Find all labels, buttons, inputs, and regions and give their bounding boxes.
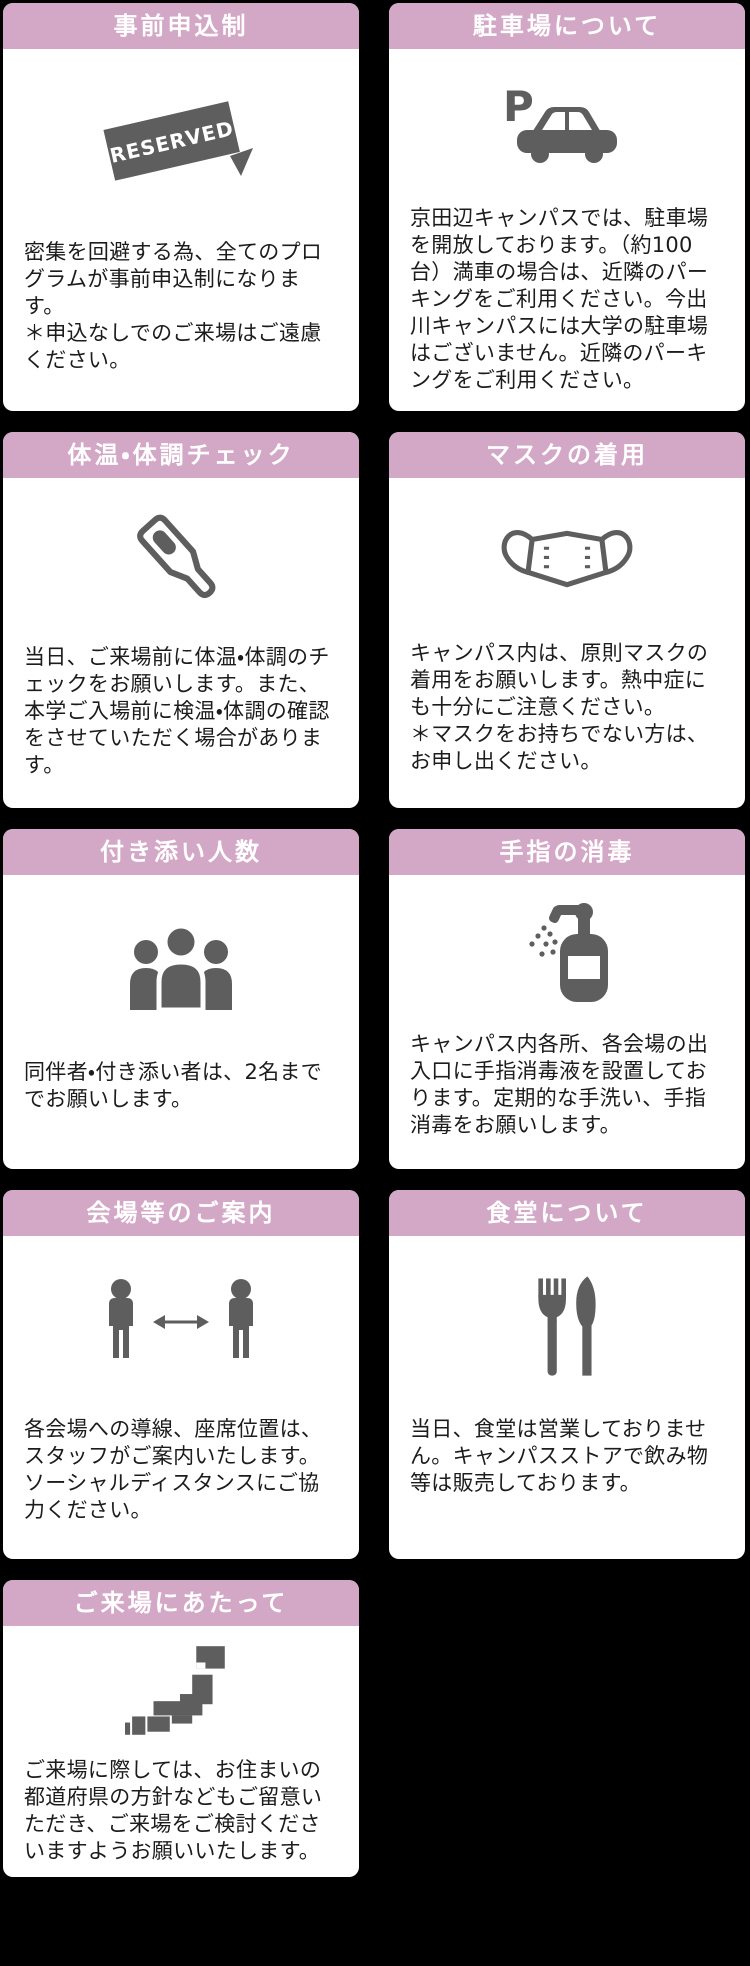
card-body-text: 京田辺キャンパスでは、駐車場を開放しております。（約100台）満車の場合は、近隣… [410, 206, 709, 392]
parking-car-icon: P [389, 49, 745, 205]
card-header: 手指の消毒 [389, 829, 745, 875]
fork-knife-icon [389, 1236, 745, 1416]
info-card-grid: 事前申込制 RESERVED 密集を回避する為、全てのプログラムが事前申込制にな… [3, 3, 745, 1877]
card-body-text: 密集を回避する為、全てのプログラムが事前申込制になります。 ＊申込なしでのご来場… [24, 240, 323, 372]
card-body-text: ご来場に際しては、お住まいの都道府県の方針などもご留意いただき、ご来場をご検討く… [24, 1758, 323, 1863]
card-body-text: 各会場への導線、座席位置は、スタッフがご案内いたします。ソーシャルディスタンスに… [24, 1417, 323, 1522]
card-mask: マスクの着用 キャンパス内は、原則マスクの着用をお願いします。熱中症にも十分にご… [389, 432, 745, 808]
card-temperature-check: 体温・体調チェック 当日、ご来場前に体温・体調のチェックをお願いします。また、本… [3, 432, 359, 808]
card-title: マスクの着用 [486, 441, 648, 469]
card-header: 体温・体調チェック [3, 432, 359, 478]
card-header: マスクの着用 [389, 432, 745, 478]
card-body-text: 同伴者・付き添い者は、2名まででお願いします。 [24, 1060, 322, 1111]
card-venue-guidance: 会場等のご案内 各会場への導線、座席位置は、 [3, 1190, 359, 1559]
face-mask-icon [389, 478, 745, 640]
card-header: 食堂について [389, 1190, 745, 1236]
card-companions: 付き添い人数 同伴者・付き添い者は、2名まででお願いします。 [3, 829, 359, 1169]
thermometer-icon [3, 478, 359, 644]
card-title: 会場等のご案内 [86, 1199, 276, 1227]
hand-sanitizer-icon [389, 875, 745, 1031]
card-body-text: 当日、ご来場前に体温・体調のチェックをお願いします。また、本学ご入場前に検温・体… [24, 645, 330, 777]
card-header: 会場等のご案内 [3, 1190, 359, 1236]
card-title: 付き添い人数 [100, 838, 262, 866]
card-advance-application: 事前申込制 RESERVED 密集を回避する為、全てのプログラムが事前申込制にな… [3, 3, 359, 411]
card-cafeteria: 食堂について 当日、食堂は営業しておりません。キャンパスストアで飲み物等は販売し… [389, 1190, 745, 1559]
card-body-text: キャンパス内各所、各会場の出入口に手指消毒液を設置しております。定期的な手洗い、… [410, 1032, 709, 1137]
card-title: ご来場にあたって [73, 1589, 289, 1617]
people-group-icon [3, 875, 359, 1059]
card-title: 事前申込制 [113, 12, 249, 40]
card-header: 駐車場について [389, 3, 745, 49]
card-header: 付き添い人数 [3, 829, 359, 875]
card-visiting-notice: ご来場にあたって ご来場に際しては、お住まいの都道府県の方針などもご留意いただき… [3, 1580, 359, 1877]
card-title: 食堂について [486, 1199, 648, 1227]
card-body-text: キャンパス内は、原則マスクの着用をお願いします。熱中症にも十分にご注意ください。… [410, 641, 709, 773]
card-body-text: 当日、食堂は営業しておりません。キャンパスストアで飲み物等は販売しております。 [410, 1417, 709, 1495]
reserved-sign-icon: RESERVED [3, 49, 359, 239]
parking-p-letter: P [503, 85, 534, 131]
card-title: 体温・体調チェック [67, 441, 295, 469]
japan-map-icon [3, 1626, 359, 1757]
card-title: 手指の消毒 [499, 838, 635, 866]
card-parking: 駐車場について P 京田辺キャンパスでは、駐車場を開放しております。（約100台… [389, 3, 745, 411]
card-sanitizer: 手指の消毒 キャンパス内各所、各会場の出入口に手指消毒液を設置しております。定期… [389, 829, 745, 1169]
social-distance-icon [3, 1236, 359, 1416]
card-header: 事前申込制 [3, 3, 359, 49]
card-title: 駐車場について [472, 12, 662, 40]
card-header: ご来場にあたって [3, 1580, 359, 1626]
